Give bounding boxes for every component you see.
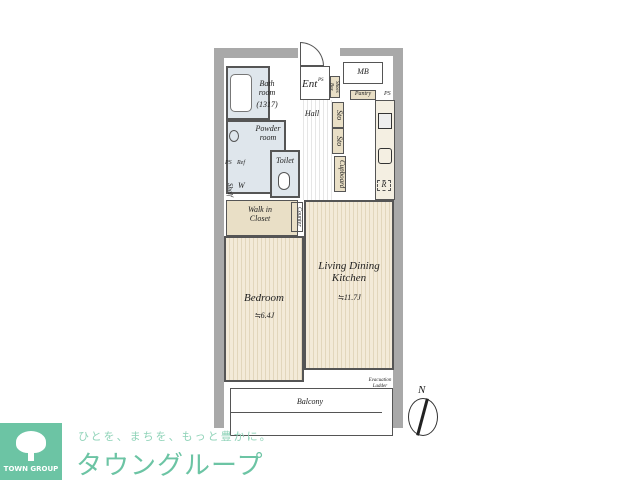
- sink-icon: [229, 130, 239, 142]
- bedroom: [224, 236, 304, 382]
- hall-label: Hall: [304, 109, 320, 118]
- walk-in-closet: [226, 200, 298, 236]
- tree-icon: [16, 431, 46, 453]
- closet-label: Walk in Closet: [248, 205, 272, 223]
- toilet: [270, 150, 300, 198]
- toilet-label: Toilet: [276, 156, 294, 165]
- ref-small-label: Ref: [237, 160, 245, 166]
- compass-north-label: N: [418, 384, 426, 396]
- stove-icon: [378, 113, 392, 129]
- logo-text: TOWN GROUP: [3, 465, 59, 473]
- entry-door[interactable]: [300, 42, 324, 66]
- washer-label: W: [238, 181, 245, 190]
- storage-1: Sto: [332, 102, 344, 128]
- brand-name: タウングループ: [76, 451, 264, 481]
- sink-kitchen-icon: [378, 148, 392, 164]
- wall-right: [393, 48, 403, 428]
- bath-size: (1317): [256, 100, 278, 109]
- bath-label: Bath room: [258, 79, 276, 97]
- hall: [300, 100, 332, 200]
- compass-icon: [408, 398, 438, 436]
- mb-label: MB: [357, 67, 369, 76]
- refrigerator-label: R: [377, 180, 391, 191]
- bedroom-size: ≒6.4J: [253, 311, 275, 320]
- balcony-divider: [230, 412, 382, 413]
- counter-label: Counter: [291, 202, 303, 232]
- shoes-box: Shoes Box: [329, 76, 340, 98]
- wall-top-right: [340, 48, 403, 56]
- balcony-label: Balcony: [296, 397, 324, 406]
- ldk-size: ≒11.7J: [337, 293, 361, 302]
- brand-logo: TOWN GROUP: [0, 423, 62, 480]
- storage-2: Sto: [332, 128, 344, 154]
- bedroom-label: Bedroom: [244, 292, 284, 304]
- mb-box: [343, 62, 383, 84]
- ps-label-2: PS: [384, 91, 391, 97]
- toilet-icon: [278, 172, 290, 190]
- ldk: [304, 200, 394, 370]
- entrance: [300, 66, 330, 100]
- bathtub: [230, 74, 252, 112]
- cupboard: Cupboard: [334, 156, 346, 192]
- ps-label: PS: [225, 160, 232, 166]
- entrance-label: Ent: [302, 78, 318, 90]
- shelf-label: Shelf: [225, 182, 234, 197]
- pantry: Pantry: [350, 90, 376, 100]
- ps-label-3: PS: [318, 78, 324, 83]
- wall-top: [214, 48, 298, 58]
- evacuation-ladder-label: Evacuation Ladder: [368, 378, 392, 389]
- brand-tagline: ひとを、まちを、もっと豊かに。: [78, 430, 273, 443]
- tree-trunk-icon: [28, 451, 34, 461]
- ldk-label: Living Dining Kitchen: [318, 260, 380, 285]
- wall-left: [214, 48, 224, 428]
- powder-label: Powder room: [255, 124, 281, 142]
